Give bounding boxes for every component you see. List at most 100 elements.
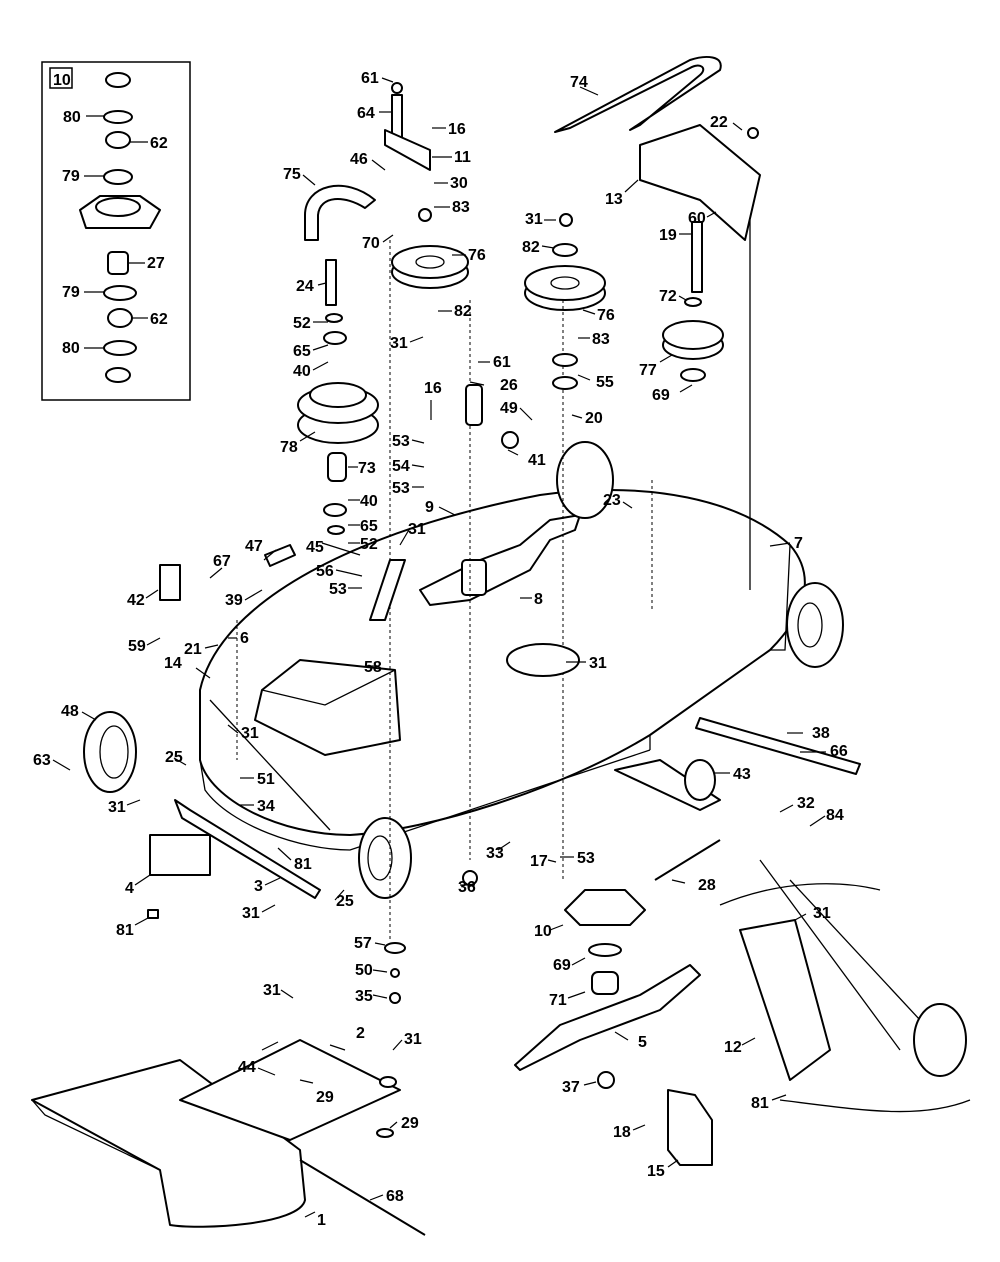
callout-label: 80 [63, 109, 81, 126]
callout-label: 29 [316, 1089, 334, 1106]
callout-label: 53 [392, 480, 410, 497]
callout-label: 82 [454, 303, 472, 320]
callout-label: 40 [360, 493, 378, 510]
callout-label: 20 [585, 410, 603, 427]
spring-45 [369, 559, 406, 621]
callout-label: 19 [659, 227, 677, 244]
callout-label: 31 [108, 799, 126, 816]
callout-label: 17 [530, 853, 548, 870]
callout-label: 31 [813, 905, 831, 922]
callout-label: 74 [570, 74, 588, 91]
rod-68 [299, 1159, 426, 1236]
callout-label: 81 [751, 1095, 769, 1112]
callout-label: 16 [424, 380, 442, 397]
callout-label: 10 [53, 72, 71, 89]
callout-label: 82 [522, 239, 540, 256]
callout-label: 32 [797, 795, 815, 812]
callout-label: 53 [577, 850, 595, 867]
callout-label: 53 [329, 581, 347, 598]
callout-label: 18 [613, 1124, 631, 1141]
callout-label: 52 [360, 536, 378, 553]
callout-label: 76 [597, 307, 615, 324]
callout-label: 38 [812, 725, 830, 742]
callout-label: 24 [296, 278, 314, 295]
callout-label: 58 [364, 659, 382, 676]
callout-label: 12 [724, 1039, 742, 1056]
idler-arm-8 [419, 514, 581, 606]
callout-label: 48 [61, 703, 79, 720]
callout-label: 5 [638, 1034, 647, 1051]
callout-label: 25 [336, 893, 354, 910]
discharge-chute-1 [31, 1059, 306, 1228]
callout-label: 78 [280, 439, 298, 456]
callout-label: 30 [450, 175, 468, 192]
callout-label: 46 [350, 151, 368, 168]
bracket-2 [179, 1039, 401, 1141]
spindle-10 [564, 889, 646, 995]
wheel-front-left [358, 817, 412, 899]
callout-label: 31 [242, 905, 260, 922]
callout-label: 79 [62, 284, 80, 301]
callout-label: 11 [454, 149, 471, 166]
callout-label: 80 [62, 340, 80, 357]
callout-label: 72 [659, 288, 677, 305]
guard-12-assembly [719, 859, 971, 1113]
callout-label: 29 [401, 1115, 419, 1132]
callout-label: 10 [534, 923, 552, 940]
callout-label: 36 [458, 879, 476, 896]
callout-label: 64 [357, 105, 375, 122]
callout-label: 45 [306, 539, 324, 556]
callout-label: 31 [525, 211, 543, 228]
callout-label: 23 [603, 492, 621, 509]
callout-label: 67 [213, 553, 231, 570]
callout-label: 71 [549, 992, 567, 1009]
callout-label: 84 [826, 807, 844, 824]
callout-label: 66 [830, 743, 848, 760]
hardware [147, 82, 759, 1138]
callout-label: 31 [408, 521, 426, 538]
callout-label: 57 [354, 935, 372, 952]
callout-label: 7 [794, 535, 803, 552]
callout-label: 61 [361, 70, 379, 87]
callout-label: 79 [62, 168, 80, 185]
callout-label: 34 [257, 798, 275, 815]
callout-label: 3 [254, 878, 263, 895]
callout-label: 69 [553, 957, 571, 974]
blade-5 [514, 964, 701, 1071]
callout-label: 6 [240, 630, 249, 647]
callout-label: 63 [33, 752, 51, 769]
callout-label: 35 [355, 988, 373, 1005]
callout-label: 31 [390, 335, 408, 352]
bracket-15 [667, 1089, 713, 1166]
callout-label: 61 [493, 354, 511, 371]
callout-label: 56 [316, 563, 334, 580]
callout-label: 13 [605, 191, 623, 208]
wheel-rear [556, 441, 614, 519]
callout-label: 14 [164, 655, 182, 672]
belt-74 [554, 56, 722, 133]
callout-label: 69 [652, 387, 670, 404]
callout-label: 49 [500, 400, 518, 417]
shield-13 [639, 124, 761, 241]
callout-label: 40 [293, 363, 311, 380]
callout-label: 68 [386, 1188, 404, 1205]
callout-label: 60 [688, 210, 706, 227]
callout-label: 44 [238, 1059, 256, 1076]
callout-label: 43 [733, 766, 751, 783]
callout-label: 31 [241, 725, 259, 742]
callout-label: 27 [147, 255, 165, 272]
callout-label: 59 [128, 638, 146, 655]
callout-label: 83 [592, 331, 610, 348]
callout-labels: 10 80 62 79 27 79 62 80 61 64 16 11 46 3… [33, 70, 848, 1229]
callout-label: 22 [710, 114, 728, 131]
callout-label: 51 [257, 771, 275, 788]
pulley-76-left [391, 245, 469, 289]
callout-label: 28 [698, 877, 716, 894]
linkage-3 [174, 799, 321, 899]
callout-label: 65 [293, 343, 311, 360]
wheel-right [786, 582, 844, 668]
callout-label: 77 [639, 362, 657, 379]
axle-66 [614, 717, 861, 811]
pulley-76-right [524, 265, 606, 311]
